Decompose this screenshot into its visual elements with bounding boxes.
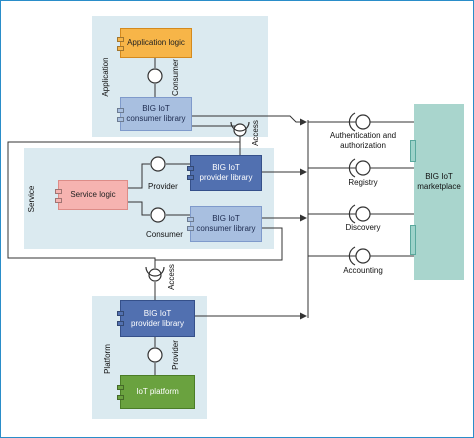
consumer-interface-service-icon [150, 207, 166, 223]
connector-service-logic-provider [128, 163, 150, 189]
auth-interface-icon [355, 114, 371, 130]
arrow-app-to-bus [190, 115, 307, 126]
consumer-label-app: Consumer [171, 59, 180, 96]
access-label-platform: Access [167, 264, 176, 290]
discovery-interface-label: Discovery [345, 223, 381, 232]
service-consumer-library-label: BIG IoT consumer library [196, 214, 256, 233]
platform-provider-library-component: BIG IoT provider library [117, 300, 195, 337]
discovery-interface-icon [355, 206, 371, 222]
app-consumer-library-component: BIG IoT consumer library [117, 97, 192, 131]
consumer-label-service: Consumer [146, 230, 183, 239]
application-logic-label: Application logic [127, 38, 185, 47]
registry-interface-label: Registry [348, 178, 378, 187]
connector-service-logic-consumer [128, 201, 150, 216]
provider-interface-platform-icon [147, 347, 163, 363]
access-socket-platform-icon [145, 266, 165, 277]
marketplace-label: BIG IoT marketplace [417, 172, 461, 191]
provider-label-service: Provider [148, 182, 178, 191]
accounting-interface-label: Accounting [343, 266, 383, 275]
service-logic-label: Service logic [70, 190, 116, 199]
marketplace-tab-bottom [410, 225, 416, 255]
app-consumer-library-label: BIG IoT consumer library [126, 104, 186, 123]
registry-socket-icon [348, 158, 356, 178]
marketplace-block [414, 104, 464, 280]
connector-service-consumer-to-access [155, 227, 283, 261]
platform-provider-library-label: BIG IoT provider library [131, 308, 184, 328]
iot-platform-component: IoT platform [117, 375, 195, 409]
zone-label-platform: Platform [103, 344, 112, 374]
service-consumer-library-component: BIG IoT consumer library [187, 206, 262, 242]
accounting-interface-icon [355, 248, 371, 264]
zone-label-service: Service [27, 185, 36, 213]
access-interface-app-icon [233, 123, 247, 137]
consumer-interface-app-icon [147, 68, 163, 84]
access-interface-platform-icon [148, 268, 162, 282]
application-logic-component: Application logic [117, 28, 192, 58]
auth-interface-label: Authentication and authorization [329, 131, 397, 150]
marketplace-tab-top [410, 140, 416, 162]
iot-platform-label: IoT platform [136, 387, 179, 396]
access-socket-app-icon [230, 121, 250, 132]
provider-interface-service-icon [150, 156, 166, 172]
provider-label-platform: Provider [171, 340, 180, 370]
registry-interface-icon [355, 160, 371, 176]
accounting-socket-icon [348, 246, 356, 266]
service-provider-library-component: BIG IoT provider library [187, 155, 262, 191]
auth-socket-icon [348, 112, 356, 132]
access-label-app: Access [251, 120, 260, 146]
discovery-socket-icon [348, 204, 356, 224]
service-logic-component: Service logic [55, 180, 128, 210]
service-provider-library-label: BIG IoT provider library [199, 163, 253, 182]
zone-label-application: Application [101, 57, 110, 97]
